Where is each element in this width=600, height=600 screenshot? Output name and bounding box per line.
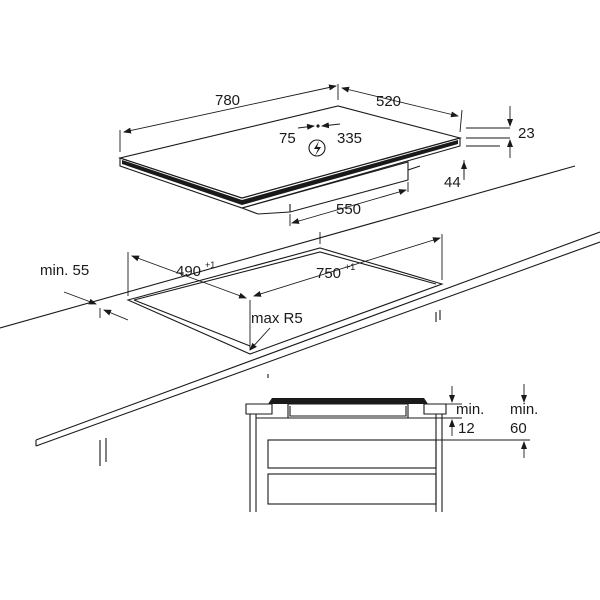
drawer-bottom bbox=[267, 473, 437, 505]
worktop-drawing: min. 55 490 +1 750 +1 max R5 bbox=[0, 165, 600, 466]
hob-underside bbox=[240, 161, 409, 215]
dim-clearance: min. 55 bbox=[40, 262, 89, 279]
dim-cutout-width-tol: +1 bbox=[345, 262, 355, 272]
dim-hob-depth: 520 bbox=[376, 93, 401, 110]
dim-cutout-depth: 490 bbox=[176, 263, 201, 280]
dim-connection-x: 75 bbox=[279, 130, 296, 147]
hob-drawing: 780 520 75 335 23 44 550 bbox=[117, 84, 535, 226]
cabinet-worktop bbox=[245, 403, 273, 415]
hob-side bbox=[119, 137, 461, 209]
dim-hob-width: 780 bbox=[215, 92, 240, 109]
dim-under-depth: 44 bbox=[444, 174, 461, 191]
cabinet-hob bbox=[268, 398, 428, 404]
dim-gap-label: min. bbox=[456, 401, 484, 418]
dim-connection-y: 335 bbox=[337, 130, 362, 147]
dim-cutout-width: 750 bbox=[316, 265, 341, 282]
cabinet-drawing: min. 12 min. 60 bbox=[245, 384, 538, 512]
dim-cutout-depth-tol: +1 bbox=[205, 260, 215, 270]
hob-edge-shade bbox=[122, 140, 458, 205]
lightning-bolt-icon bbox=[308, 139, 326, 157]
dim-gap-value: 12 bbox=[458, 420, 475, 437]
drawer-top bbox=[267, 439, 437, 469]
dim-under-width: 550 bbox=[336, 201, 361, 218]
dim-corner-radius: max R5 bbox=[251, 310, 303, 327]
dim-space-value: 60 bbox=[510, 420, 527, 437]
dim-space-label: min. bbox=[510, 401, 538, 418]
dim-hob-thickness: 23 bbox=[518, 125, 535, 142]
